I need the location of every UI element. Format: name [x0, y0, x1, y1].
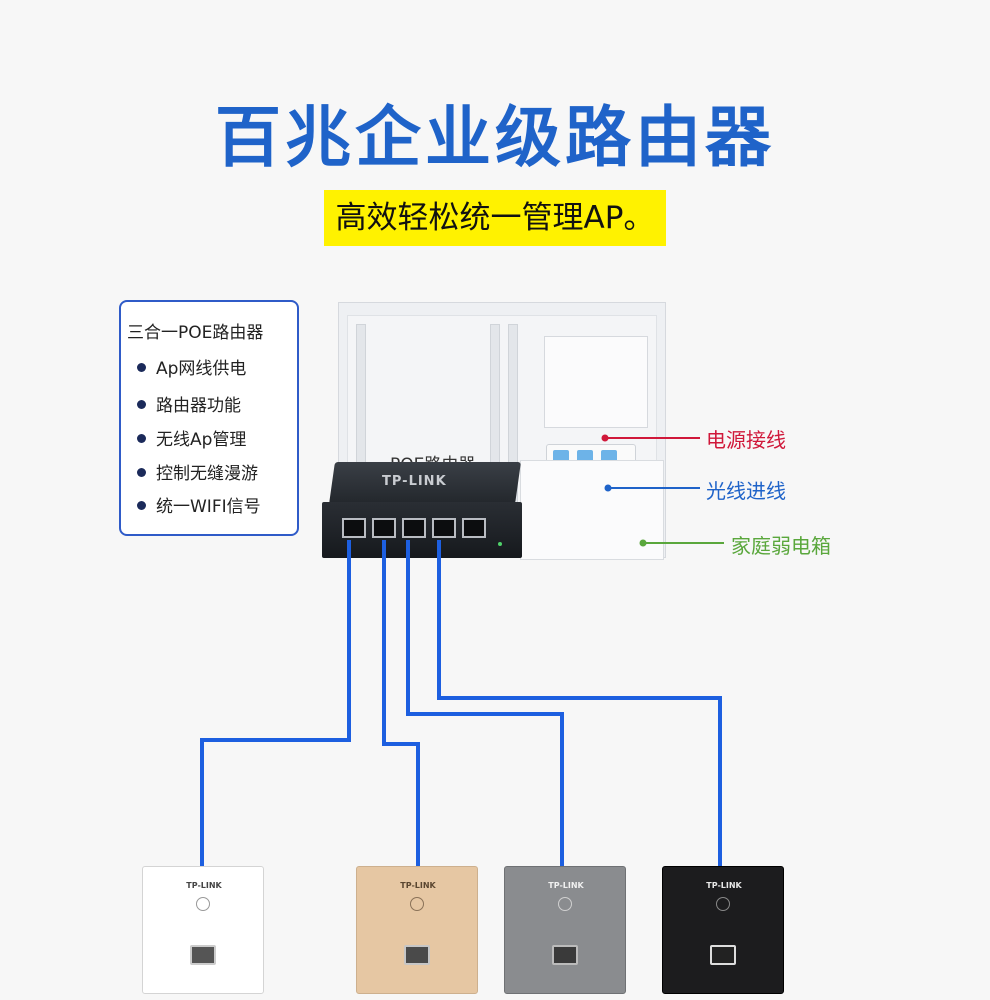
- cable-line: [200, 540, 351, 870]
- bullet-icon: [137, 467, 146, 477]
- poe-router: TP-LINK: [322, 462, 522, 560]
- fiber-terminal-panel: [520, 460, 664, 560]
- ethernet-port-icon: [462, 518, 486, 538]
- callout-box: 家庭弱电箱: [731, 534, 831, 558]
- status-light-icon: [558, 897, 572, 911]
- wall-ap-white: TP-LINK: [142, 866, 264, 994]
- ethernet-port-icon: [402, 518, 426, 538]
- wall-ap-gray: TP-LINK: [504, 866, 626, 994]
- callout-dot-box: [639, 539, 647, 547]
- router-brand: TP-LINK: [382, 474, 447, 489]
- status-light-icon: [410, 897, 424, 911]
- status-led-icon: [498, 542, 502, 546]
- feature-item: Ap网线供电: [137, 354, 246, 379]
- perforated-board: [544, 336, 648, 428]
- bullet-icon: [137, 399, 146, 409]
- feature-item: 无线Ap管理: [137, 425, 246, 450]
- subtitle-highlight: 高效轻松统一管理AP。: [323, 190, 667, 246]
- panel-brand: TP-LINK: [706, 881, 742, 890]
- wall-ap-gold: TP-LINK: [356, 866, 478, 994]
- panel-brand: TP-LINK: [400, 881, 436, 890]
- ethernet-port-icon: [342, 518, 366, 538]
- ethernet-port-icon: [372, 518, 396, 538]
- bullet-icon: [137, 500, 146, 510]
- feature-item: 控制无缝漫游: [137, 459, 258, 484]
- rj45-port-icon: [552, 945, 578, 965]
- cable-line: [382, 540, 420, 870]
- bullet-icon: [137, 362, 146, 372]
- feature-item: 路由器功能: [137, 391, 241, 416]
- callout-fiber: 光线进线: [706, 479, 786, 503]
- wall-ap-black: TP-LINK: [662, 866, 784, 994]
- feature-box: 三合一POE路由器 Ap网线供电 路由器功能 无线Ap管理 控制无缝漫游 统一W…: [119, 300, 299, 536]
- ethernet-port-icon: [432, 518, 456, 538]
- feature-item: 统一WIFI信号: [137, 492, 261, 517]
- cable-line: [406, 540, 564, 868]
- panel-brand: TP-LINK: [186, 881, 222, 890]
- bullet-icon: [137, 433, 146, 443]
- subtitle-wrap: 高效轻松统一管理AP。: [0, 190, 990, 246]
- status-light-icon: [716, 897, 730, 911]
- status-light-icon: [196, 897, 210, 911]
- callout-dot-power: [601, 434, 609, 442]
- panel-brand: TP-LINK: [548, 881, 584, 890]
- callout-power: 电源接线: [706, 428, 786, 452]
- feature-heading: 三合一POE路由器: [127, 323, 264, 343]
- callout-dot-fiber: [604, 484, 612, 492]
- page-title: 百兆企业级路由器: [215, 99, 775, 176]
- cable-line: [437, 540, 722, 868]
- rj45-port-icon: [190, 945, 216, 965]
- rj45-port-icon: [710, 945, 736, 965]
- router-front-panel: [322, 502, 522, 558]
- rj45-port-icon: [404, 945, 430, 965]
